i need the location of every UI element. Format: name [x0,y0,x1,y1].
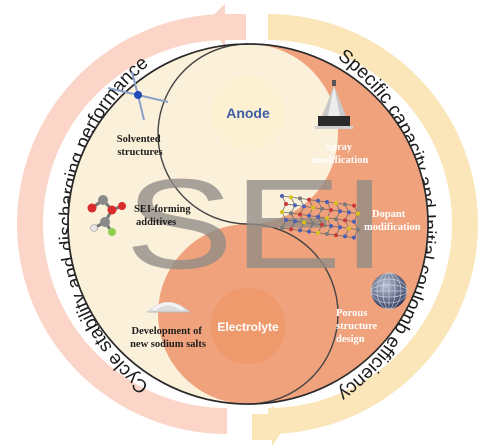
lattice-atom [334,201,338,206]
lattice-atom [311,221,315,226]
right-arrow-head [252,406,290,446]
new-sodium-salts-label: Development of new sodium salts [130,326,206,350]
lattice-atom [307,229,311,234]
sei-center-text: SEI [125,153,387,296]
lattice-atom [289,195,293,200]
lattice-atom [338,209,342,214]
lattice-atom [320,206,324,211]
electrolyte-label: Electrolyte [217,320,279,334]
lattice-atom [320,222,324,227]
lattice-atom [316,214,320,219]
ball-and-stick-molecule-icon [87,195,126,236]
doped-lattice-icon [280,194,360,240]
solvated-molecule-icon [107,71,169,121]
lattice-atom [280,226,284,230]
lattice-atom [338,225,342,230]
electrolyte-circle [210,288,286,364]
lattice-atom [289,211,293,216]
lattice-atom [289,227,293,232]
left-cycle-arrow [17,4,246,434]
lattice-atom [284,218,288,222]
lattice-atom [352,235,356,240]
right-cycle-arrow [252,14,478,446]
lattice-atom [293,219,297,224]
lattice-atom [347,210,351,215]
lattice-atom [316,230,320,235]
lattice-atom [347,226,351,231]
lattice-atom [352,219,356,224]
solvented-structures-label: Solvented structures [117,134,163,158]
anode-circle [210,75,286,151]
lattice-atom [298,228,302,233]
sei-forming-additives-label: SEI-forming additives [134,204,193,228]
lattice-atom [325,232,329,236]
lattice-atom [316,198,320,203]
lattice-atom [307,197,311,202]
right-arrow-band [268,14,478,434]
anode-label: Anode [226,105,270,121]
anode-bubble: Anode [210,75,286,151]
lattice-atom [329,208,333,212]
lattice-atom [280,210,284,214]
lattice-atom [356,211,360,216]
lattice-atom [302,204,306,209]
lattice-atom [356,227,360,232]
lattice-atom [343,234,347,239]
lattice-atom [302,220,306,225]
left-arrow-band [17,14,227,434]
spray-modification-label: Spray modification [312,142,369,166]
spray-nozzle-icon [315,80,353,129]
lattice-atom [280,194,284,198]
salt-pile-icon [147,302,190,313]
divider-curve [157,43,339,405]
lattice-atom [352,203,356,208]
lattice-atom [325,200,329,204]
lattice-atom [284,202,288,206]
lattice-atom [293,203,297,208]
dopant-modification-label: Dopant modification [364,209,421,233]
lattice-atom [307,213,311,218]
lattice-atom [334,217,338,222]
lattice-atom [343,202,347,207]
lattice-atom [325,216,329,220]
lattice-atom [298,212,302,217]
lattice-atom [298,196,302,201]
lattice-atom [343,218,347,223]
lattice-atom [311,205,315,210]
porous-sphere-icon [370,272,408,310]
electrolyte-bubble: Electrolyte [210,288,286,364]
lattice-atom [334,233,338,238]
porous-structure-design-label: Porous structure design [336,308,380,345]
lattice-atom [329,224,333,228]
outline-circle [67,43,429,405]
